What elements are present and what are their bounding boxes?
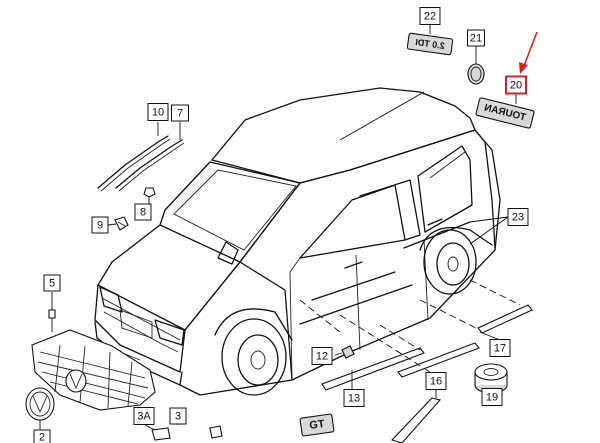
callout-box-16 bbox=[425, 372, 447, 390]
callout-text-22: 22 bbox=[424, 11, 436, 23]
callout-box-2 bbox=[33, 429, 51, 443]
callout-box-17 bbox=[489, 339, 511, 357]
front-grille bbox=[31, 329, 156, 411]
callout-text-2: 2 bbox=[39, 432, 45, 443]
callout-text-3A: 3A bbox=[137, 411, 151, 423]
clip-part-9 bbox=[114, 216, 129, 231]
callout-text-9: 9 bbox=[97, 220, 103, 232]
callout-box-10 bbox=[147, 103, 169, 121]
callout-20: 20 bbox=[505, 75, 527, 95]
roof-rails bbox=[97, 135, 185, 192]
callout-box-20 bbox=[505, 75, 527, 95]
callout-9: 9 bbox=[91, 216, 109, 234]
vehicle-body bbox=[94, 87, 501, 396]
callout-text-12: 12 bbox=[316, 351, 328, 363]
callout-5: 5 bbox=[43, 274, 61, 292]
callout-box-3A bbox=[133, 407, 155, 425]
callout-box-12 bbox=[311, 347, 333, 365]
callout-text-17: 17 bbox=[494, 343, 506, 355]
callout-text-21: 21 bbox=[470, 33, 482, 45]
callout-box-7 bbox=[171, 104, 189, 122]
badge-bottom-text: GT bbox=[309, 418, 326, 432]
callout-8: 8 bbox=[134, 203, 152, 221]
callout-box-22 bbox=[419, 7, 441, 25]
callout-box-8 bbox=[134, 203, 152, 221]
badge-22-text: 2.0 TDI bbox=[415, 37, 446, 51]
callout-13: 13 bbox=[343, 389, 365, 407]
callout-labels: 22 21 20 10 7 8 9 23 5 12 17 16 13 19 3A 3 2 bbox=[33, 7, 529, 443]
clip-part-8 bbox=[143, 187, 156, 208]
callout-text-19: 19 bbox=[486, 392, 498, 404]
callout-text-3: 3 bbox=[175, 411, 181, 423]
badge-20: TOURAN bbox=[475, 97, 535, 129]
callout-text-23: 23 bbox=[512, 212, 524, 224]
callout-22: 22 bbox=[419, 7, 441, 25]
callout-text-20: 20 bbox=[510, 80, 522, 92]
callout-box-21 bbox=[467, 29, 485, 47]
callout-17: 17 bbox=[489, 339, 511, 357]
callout-10: 10 bbox=[147, 103, 169, 121]
callout-box-13 bbox=[343, 389, 365, 407]
callout-3: 3 bbox=[169, 407, 187, 425]
callout-16: 16 bbox=[425, 372, 447, 390]
screw-part-5 bbox=[48, 292, 56, 332]
badge-bottom: GT bbox=[299, 413, 335, 437]
side-trim-strips bbox=[299, 279, 533, 391]
callout-3A: 3A bbox=[133, 407, 155, 425]
callout-21: 21 bbox=[467, 29, 485, 47]
callout-text-8: 8 bbox=[140, 207, 146, 219]
callout-19: 19 bbox=[481, 388, 503, 406]
clips-part-3 bbox=[144, 424, 223, 441]
callout-text-10: 10 bbox=[152, 107, 164, 119]
callout-box-9 bbox=[91, 216, 109, 234]
bolt-part-12 bbox=[334, 345, 355, 359]
emblem-part-21 bbox=[467, 63, 485, 85]
callout-box-19 bbox=[481, 388, 503, 406]
badge-22: 2.0 TDI bbox=[406, 32, 454, 56]
callout-box-3 bbox=[169, 407, 187, 425]
callout-12: 12 bbox=[311, 347, 333, 365]
callout-box-23 bbox=[507, 208, 529, 226]
callout-7: 7 bbox=[171, 104, 189, 122]
highlight-arrow bbox=[519, 31, 538, 74]
callout-23: 23 bbox=[507, 208, 529, 226]
callout-text-7: 7 bbox=[177, 108, 183, 120]
callout-text-13: 13 bbox=[348, 393, 360, 405]
callout-text-5: 5 bbox=[49, 278, 55, 290]
front-emblem-part-2 bbox=[25, 387, 55, 433]
callout-text-16: 16 bbox=[430, 376, 442, 388]
callout-2: 2 bbox=[33, 429, 51, 443]
callout-box-5 bbox=[43, 274, 61, 292]
